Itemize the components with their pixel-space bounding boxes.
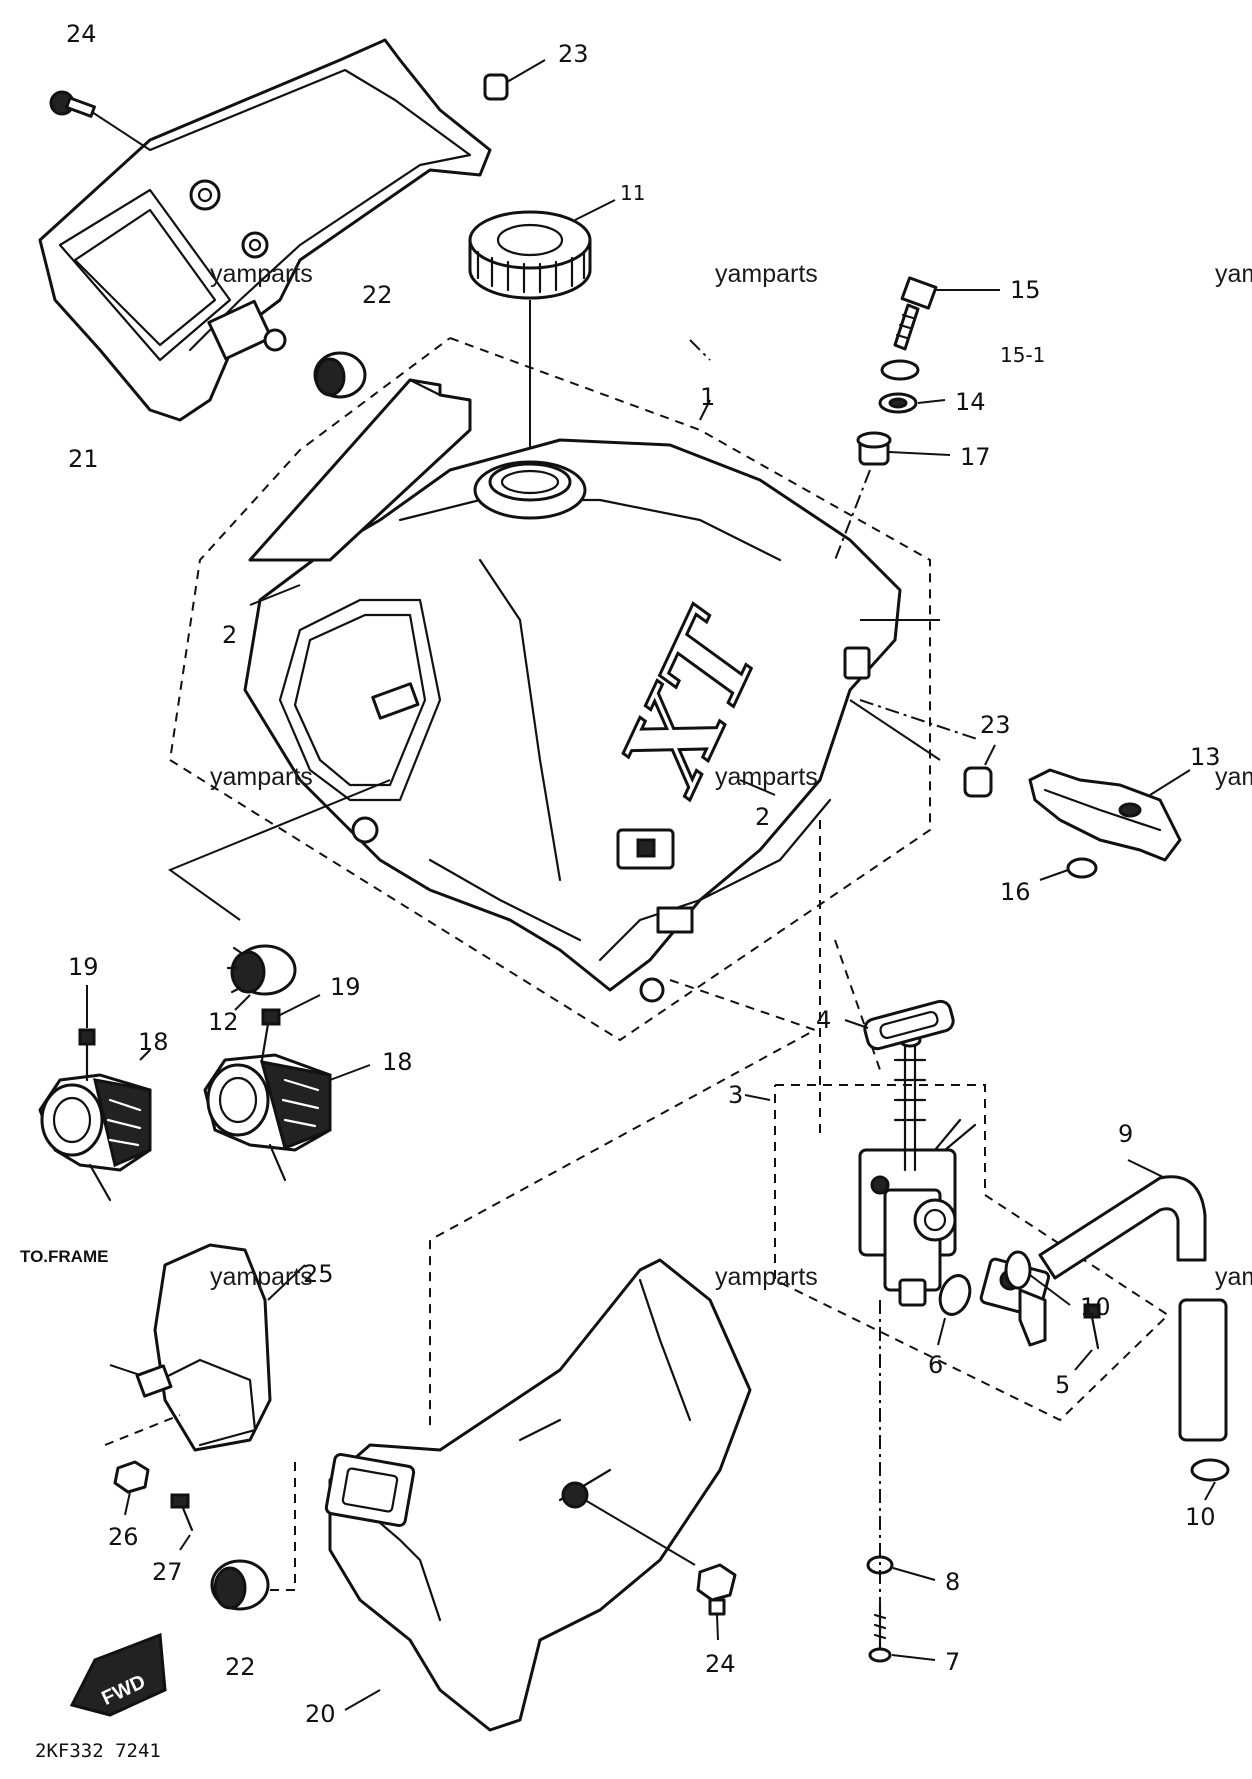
callout-27: 27: [152, 1558, 183, 1586]
grommet-22-lower: [210, 1559, 270, 1611]
callout-22-lower: 22: [225, 1653, 256, 1681]
clamp-19-left: [78, 1028, 96, 1082]
callout-7: 7: [945, 1648, 960, 1676]
callout-4: 4: [816, 1006, 831, 1034]
callout-1: 1: [700, 383, 715, 411]
damper-12: [226, 944, 297, 996]
watermark-3: yamparts: [1215, 260, 1252, 288]
fuel-cock-3: [858, 1032, 977, 1307]
callout-16: 16: [1000, 878, 1031, 906]
callout-3: 3: [728, 1081, 743, 1109]
callout-19-right: 19: [330, 973, 361, 1001]
callout-20: 20: [305, 1700, 336, 1728]
watermark-1: yamparts: [210, 260, 313, 288]
callout-18-right: 18: [382, 1048, 413, 1076]
cover-part-21: [38, 38, 492, 422]
callout-17: 17: [960, 443, 991, 471]
bolt-24-lower: [696, 1563, 737, 1616]
forward-arrow: FWD: [69, 1632, 167, 1717]
hose-clip-10-lower: [1190, 1458, 1230, 1482]
screw-5: [1083, 1303, 1101, 1350]
callout-2-center: 2: [755, 803, 770, 831]
tank-cap-11: [468, 210, 592, 300]
callout-10-lower: 10: [1185, 1503, 1216, 1531]
grommet-17: [856, 431, 892, 466]
callout-18-left: 18: [138, 1028, 169, 1056]
screw-27: [170, 1493, 194, 1532]
fuel-tank: XT: [243, 438, 902, 1003]
callout-9: 9: [1118, 1120, 1133, 1148]
callout-10-upper: 10: [1080, 1293, 1111, 1321]
callout-13: 13: [1190, 743, 1221, 771]
bracket-13: [1028, 768, 1182, 862]
fuel-cock-assembly-outline: [774, 1084, 1170, 1422]
nut-16: [1066, 857, 1098, 879]
washer-15-1: [880, 359, 920, 381]
band-18-left: [38, 1073, 152, 1202]
o-ring-6: [938, 1274, 972, 1316]
watermark-4: yamparts: [210, 763, 313, 791]
bolt-15: [893, 276, 938, 351]
side-cover-20: [324, 1258, 752, 1732]
callout-11: 11: [620, 181, 645, 205]
callout-2-left: 2: [222, 621, 237, 649]
callout-22-top: 22: [362, 281, 393, 309]
callout-6: 6: [928, 1351, 943, 1379]
watermark-7: yamparts: [210, 1263, 313, 1291]
callout-24-lower: 24: [705, 1650, 736, 1678]
grommet-22-top: [313, 351, 367, 399]
gasket-4: [863, 999, 955, 1051]
watermark-2: yamparts: [715, 260, 818, 288]
callout-24-top: 24: [66, 20, 97, 48]
clamp-19-right: [260, 1008, 281, 1062]
callout-15: 15: [1010, 276, 1041, 304]
watermark-9: yamparts: [1215, 1263, 1252, 1291]
to-frame-note: TO.FRAME: [20, 1247, 108, 1266]
callout-25: 25: [303, 1260, 334, 1288]
callout-23-right: 23: [980, 711, 1011, 739]
cover-25: [135, 1243, 272, 1452]
bolt-26: [113, 1460, 150, 1494]
tank-assembly-outline: [168, 337, 931, 1042]
callout-5: 5: [1055, 1371, 1070, 1399]
callout-14: 14: [955, 388, 986, 416]
watermark-8: yamparts: [715, 1263, 818, 1291]
hose-clip-10-upper: [1004, 1250, 1032, 1290]
callout-21: 21: [68, 445, 99, 473]
bolt-24-top: [49, 90, 96, 118]
watermark-5: yamparts: [715, 763, 818, 791]
cap-center-line: [859, 699, 981, 741]
callout-23-top: 23: [558, 40, 589, 68]
callout-15-1: 15-1: [1000, 343, 1045, 367]
grommet-23-right: [963, 766, 993, 798]
screw-7: [868, 1603, 892, 1663]
footer-code: 2KF332 7241: [35, 1740, 161, 1762]
callout-12: 12: [208, 1008, 239, 1036]
grommet-23-top: [483, 73, 509, 101]
fuel-hose-9: [1038, 1175, 1228, 1442]
watermark-6: yamparts: [1215, 763, 1252, 791]
callout-26: 26: [108, 1523, 139, 1551]
band-18-right: [203, 1053, 332, 1182]
callout-8: 8: [945, 1568, 960, 1596]
callout-19-left: 19: [68, 953, 99, 981]
